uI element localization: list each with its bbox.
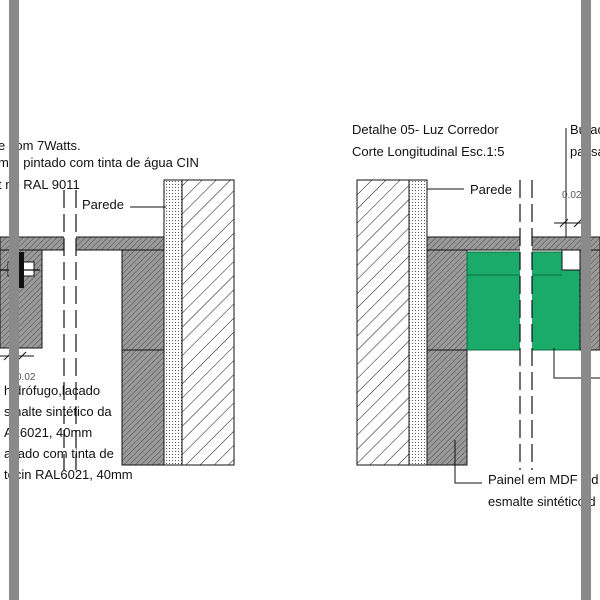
left-dimension-label: 0.02 xyxy=(16,372,36,383)
left-note-line-1: e com 7Watts. xyxy=(0,138,81,153)
left-panel-line-5: tecin RAL6021, 40mm xyxy=(4,467,133,482)
right-panel-block-bottom xyxy=(426,349,468,466)
right-panel-leader xyxy=(454,440,482,484)
left-panel-line-2: smalte sintético da xyxy=(4,404,112,419)
right-wall-label: Parede xyxy=(470,182,512,197)
right-dimension-label: 0.02 xyxy=(562,190,582,201)
right-profile-notch xyxy=(561,249,581,271)
left-note-line-3: t no RAL 9011 xyxy=(0,177,80,192)
right-wall xyxy=(356,179,410,466)
left-insulation-strip xyxy=(163,179,183,466)
right-profile-leader xyxy=(553,348,600,379)
left-ceiling-slab xyxy=(0,236,166,251)
right-insulation-strip xyxy=(408,179,428,466)
right-ceiling-slab xyxy=(426,236,600,251)
left-panel-line-3: AL6021, 40mm xyxy=(4,425,92,440)
right-panel-line-2: esmalte sintético d xyxy=(488,494,596,509)
right-dimension-tick-a xyxy=(559,218,569,228)
right-title-line-1: Detalhe 05- Luz Corredor xyxy=(352,122,499,137)
right-break-gap xyxy=(520,180,532,470)
right-panel-block-top xyxy=(426,249,468,351)
left-panel-line-4: acado com tinta de xyxy=(4,446,114,461)
left-border-bar xyxy=(9,0,19,600)
left-note-line-2: mm pintado com tinta de água CIN xyxy=(0,155,199,170)
left-wall-label: Parede xyxy=(82,197,124,212)
right-border-bar xyxy=(581,0,591,600)
right-detail: Detalhe 05- Luz Corredor Corte Longitudi… xyxy=(352,122,600,509)
left-dimension-tick-b xyxy=(17,351,27,361)
left-panel-block-bottom xyxy=(121,349,165,466)
left-break-gap xyxy=(64,190,76,470)
right-title-line-2: Corte Longitudinal Esc.1:5 xyxy=(352,144,504,159)
left-panel-line-1: hidrófugo,lacado xyxy=(4,383,100,398)
right-panel-line-1: Painel em MDF hid xyxy=(488,472,599,487)
left-panel-block-top xyxy=(121,249,165,351)
left-detail: e com 7Watts. mm pintado com tinta de ág… xyxy=(0,138,235,482)
right-dimension-tick-b xyxy=(573,218,583,228)
left-wall xyxy=(181,179,235,466)
